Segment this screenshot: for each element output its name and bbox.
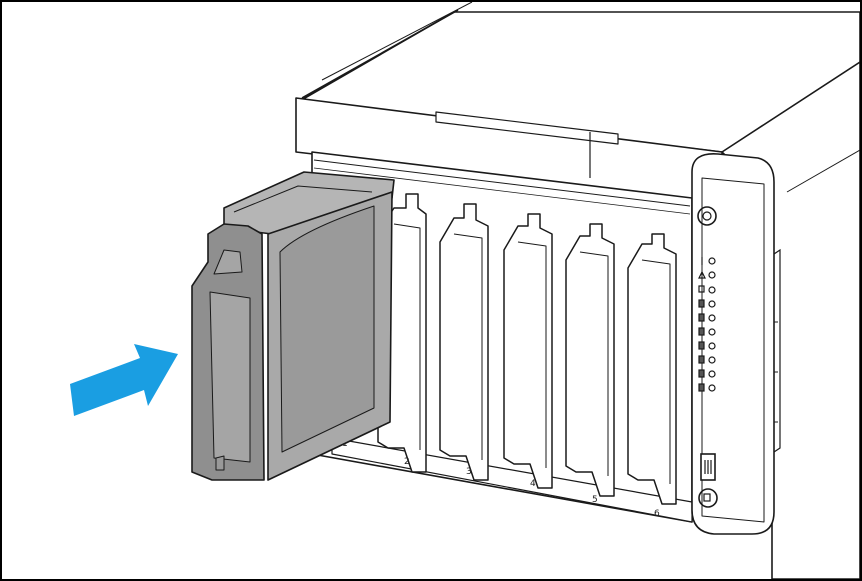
power-button-icon [697, 206, 717, 226]
bay-tray-6 [627, 233, 677, 505]
insert-direction-arrow-icon [70, 344, 178, 416]
bay-number-4: 4 [530, 479, 536, 489]
network-led-icon [698, 270, 716, 279]
usb-port-icon [700, 453, 716, 481]
disk-led-icon [698, 383, 716, 392]
copy-button-icon [698, 488, 718, 508]
disk-led-icon [698, 355, 716, 364]
usb-led-icon [698, 285, 716, 294]
bay-tray-5 [565, 223, 615, 497]
bay-number-3: 3 [466, 467, 472, 477]
disk-led-icon [698, 299, 716, 308]
bay-number-2: 2 [404, 457, 410, 467]
front-control-panel [691, 153, 775, 535]
bay-number-6: 6 [654, 509, 660, 519]
bay-tray-3 [439, 203, 489, 481]
hard-drive-tray [191, 171, 395, 481]
bay-number-5: 5 [592, 495, 598, 505]
bay-tray-4 [503, 213, 553, 489]
info-led-icon [701, 257, 716, 265]
disk-led-icon [698, 327, 716, 336]
disk-led-icon [698, 313, 716, 322]
disk-led-icon [698, 341, 716, 350]
front-panel-controls [697, 206, 781, 508]
status-led-column [698, 257, 716, 392]
disk-led-icon [698, 369, 716, 378]
enclosure-top-edge [301, 9, 459, 99]
